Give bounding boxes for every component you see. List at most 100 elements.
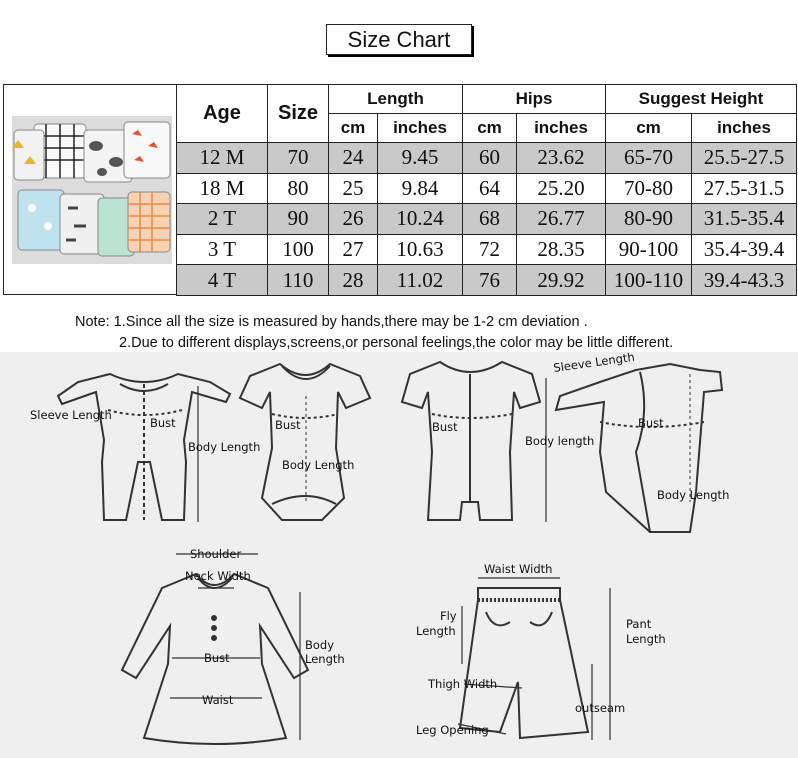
romper-bust-line bbox=[107, 409, 183, 416]
cell-length-inches: 10.24 bbox=[377, 203, 463, 235]
cell-height-inches: 31.5-35.4 bbox=[690, 203, 798, 235]
label-body-length-2: Body Length bbox=[282, 458, 354, 472]
cell-age: 12 M bbox=[176, 142, 268, 174]
label-bust-1: Bust bbox=[150, 416, 176, 430]
subheader-height-cm: cm bbox=[605, 113, 692, 143]
pants-drawing bbox=[458, 587, 590, 740]
cell-hips-inches: 28.35 bbox=[516, 233, 606, 266]
cell-height-cm: 65-70 bbox=[605, 142, 692, 174]
cell-height-cm: 100-110 bbox=[605, 264, 692, 296]
cell-length-cm: 27 bbox=[328, 233, 378, 266]
kimono-romper-drawing bbox=[554, 362, 724, 533]
shorts-photo-illustration bbox=[12, 116, 172, 264]
label-body-dress: Body bbox=[305, 638, 334, 652]
shorts-pattern-orange-check bbox=[127, 191, 171, 253]
label-bust-dress: Bust bbox=[204, 651, 230, 665]
cell-size: 110 bbox=[267, 264, 329, 296]
pants-leg-opening-line bbox=[457, 723, 507, 735]
cell-height-inches: 35.4-39.4 bbox=[690, 233, 798, 266]
note-line-2: 2.Due to different displays,screens,or p… bbox=[119, 335, 673, 351]
cell-length-inches: 11.02 bbox=[377, 264, 463, 296]
cell-height-inches: 25.5-27.5 bbox=[690, 142, 798, 174]
product-photo-cell bbox=[3, 84, 177, 295]
cell-hips-cm: 64 bbox=[462, 172, 517, 205]
label-fly: Fly bbox=[440, 609, 457, 623]
subheader-hips-cm: cm bbox=[462, 113, 517, 143]
label-body-length-1: Body Length bbox=[188, 440, 260, 454]
label-leg-opening: Leg Opening bbox=[416, 723, 489, 737]
pants-thigh-width-line bbox=[463, 683, 523, 689]
label-body-length-3: Body length bbox=[525, 434, 594, 448]
size-chart-title: Size Chart bbox=[326, 24, 472, 55]
label-bust-4: Bust bbox=[638, 416, 664, 430]
cell-age: 2 T bbox=[176, 203, 268, 235]
subheader-height-inches: inches bbox=[690, 113, 798, 143]
cell-height-cm: 90-100 bbox=[605, 233, 692, 266]
label-length-dress: Length bbox=[305, 652, 345, 666]
label-body-length-4: Body Length bbox=[657, 488, 729, 502]
cell-age: 4 T bbox=[176, 264, 268, 296]
label-outseam: outseam bbox=[575, 701, 625, 715]
header-size: Size bbox=[267, 84, 329, 143]
header-length: Length bbox=[328, 84, 463, 114]
shorts-pattern-animal bbox=[59, 193, 105, 255]
cell-height-inches: 27.5-31.5 bbox=[690, 172, 798, 205]
bodysuit-bust-line bbox=[271, 413, 339, 419]
cell-age: 3 T bbox=[176, 233, 268, 266]
product-photo bbox=[12, 116, 172, 264]
header-hips: Hips bbox=[462, 84, 606, 114]
measurement-diagram: Sleeve Length Bust Body Length Bust Body… bbox=[30, 352, 729, 745]
cell-length-cm: 28 bbox=[328, 264, 378, 296]
label-shoulder: Shoulder bbox=[190, 547, 241, 561]
shorts-pattern-fox bbox=[123, 121, 171, 179]
cell-height-cm: 70-80 bbox=[605, 172, 692, 205]
cell-hips-inches: 26.77 bbox=[516, 203, 606, 235]
shorts-pattern-triangle bbox=[12, 129, 45, 181]
bodysuit-drawing bbox=[238, 362, 372, 521]
cell-length-cm: 25 bbox=[328, 172, 378, 205]
size-table: Age Size Length Hips Suggest Height cm i… bbox=[176, 84, 798, 296]
subheader-length-inches: inches bbox=[377, 113, 463, 143]
cell-size: 90 bbox=[267, 203, 329, 235]
label-thigh-width: Thigh Width bbox=[427, 677, 497, 691]
label-neck-width: Neck Width bbox=[185, 569, 251, 583]
cell-hips-inches: 23.62 bbox=[516, 142, 606, 174]
note-line-1: Note: 1.Since all the size is measured b… bbox=[75, 314, 588, 330]
label-sleeve-length-4: Sleeve Length bbox=[552, 352, 635, 375]
label-bust-3: Bust bbox=[432, 420, 458, 434]
cell-hips-cm: 76 bbox=[462, 264, 517, 296]
label-waist-width: Waist Width bbox=[484, 562, 552, 576]
subheader-hips-inches: inches bbox=[516, 113, 606, 143]
subheader-length-cm: cm bbox=[328, 113, 378, 143]
cell-length-inches: 9.45 bbox=[377, 142, 463, 174]
cell-length-inches: 10.63 bbox=[377, 233, 463, 266]
cell-size: 70 bbox=[267, 142, 329, 174]
romper-long-sleeve-drawing bbox=[56, 372, 232, 521]
label-pant-length: Length bbox=[626, 632, 666, 646]
cell-hips-inches: 25.20 bbox=[516, 172, 606, 205]
cell-length-inches: 9.84 bbox=[377, 172, 463, 205]
cell-hips-inches: 29.92 bbox=[516, 264, 606, 296]
cell-hips-cm: 72 bbox=[462, 233, 517, 266]
label-fly-length: Length bbox=[416, 624, 456, 638]
cell-height-inches: 39.4-43.3 bbox=[690, 264, 798, 296]
header-age: Age bbox=[176, 84, 268, 143]
cell-age: 18 M bbox=[176, 172, 268, 205]
cell-length-cm: 24 bbox=[328, 142, 378, 174]
cell-length-cm: 26 bbox=[328, 203, 378, 235]
measurement-illustrations: Sleeve Length Bust Body Length Bust Body… bbox=[0, 352, 798, 758]
cell-hips-cm: 60 bbox=[462, 142, 517, 174]
shorts-pattern-blue bbox=[17, 189, 65, 251]
label-pant: Pant bbox=[626, 617, 652, 631]
label-bust-2: Bust bbox=[275, 418, 301, 432]
label-sleeve-length-1: Sleeve Length bbox=[30, 408, 112, 422]
cell-size: 80 bbox=[267, 172, 329, 205]
cell-height-cm: 80-90 bbox=[605, 203, 692, 235]
label-waist: Waist bbox=[202, 693, 234, 707]
